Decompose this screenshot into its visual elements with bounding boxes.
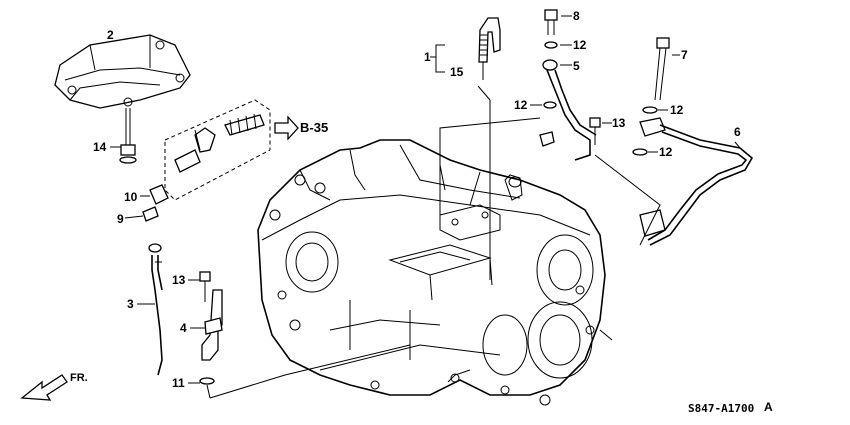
callout-part-13-lower: 13 (172, 273, 186, 287)
callout-part-13-upper: 13 (612, 116, 626, 130)
diagram-code: S847-A1700 (688, 402, 755, 415)
callout-part-2: 2 (107, 28, 114, 42)
dipstick-tube-part-4 (199, 271, 223, 399)
bolt-part-13-upper (589, 117, 601, 145)
bolt-part-14 (119, 108, 137, 164)
callout-part-4: 4 (180, 321, 187, 335)
washer-part-12-lower (632, 148, 648, 156)
callout-part-8: 8 (573, 9, 580, 23)
pipe-part-5 (539, 59, 597, 161)
reference-arrow (274, 115, 299, 141)
callout-part-7: 7 (681, 48, 688, 62)
washer-part-12-right (642, 106, 658, 114)
callout-part-12-mid: 12 (514, 98, 528, 112)
front-direction-label: FR. (70, 372, 88, 384)
callout-part-1: 1 (424, 50, 431, 64)
callout-part-12-lower: 12 (659, 145, 673, 159)
pipe-part-6 (639, 117, 754, 246)
washer-part-12 (544, 41, 558, 49)
callout-part-3: 3 (127, 297, 134, 311)
bolt-part-7 (654, 37, 670, 101)
breather-hose-part-1 (477, 17, 501, 101)
bolt-part-8 (544, 9, 558, 35)
mount-bracket-part-2 (54, 34, 191, 109)
callout-part-5: 5 (573, 59, 580, 73)
callout-part-11: 11 (172, 376, 185, 390)
reference-label: B-35 (300, 120, 329, 135)
callout-part-10: 10 (124, 190, 138, 204)
callout-part-12-top: 12 (573, 38, 587, 52)
callout-part-15: 15 (450, 65, 464, 79)
callout-part-14: 14 (93, 140, 107, 154)
shift-cable-assembly (142, 99, 271, 222)
transmission-housing (257, 139, 613, 406)
dipstick-part-3 (148, 243, 163, 376)
callout-part-12-right: 12 (670, 103, 684, 117)
callout-part-9: 9 (117, 212, 124, 226)
front-direction-arrow-icon (20, 374, 68, 401)
callout-part-6: 6 (734, 125, 741, 139)
diagram-suffix: A (764, 400, 773, 414)
